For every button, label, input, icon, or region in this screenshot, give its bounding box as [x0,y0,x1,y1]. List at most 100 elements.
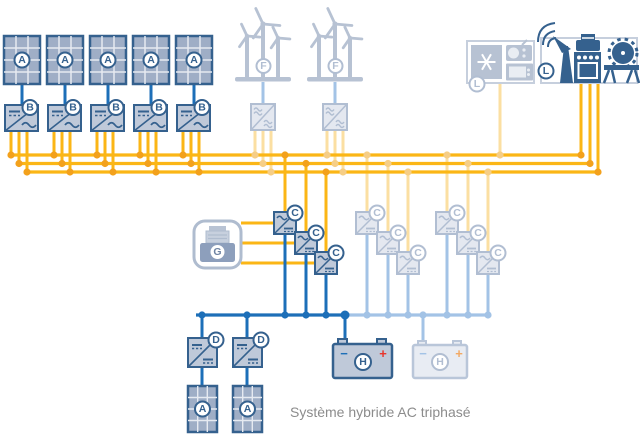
battery-minus: − [340,346,348,361]
label-wind: F [255,58,272,74]
label-pv-inverter: B [21,99,39,116]
svg-text:L: L [474,78,481,90]
svg-text:A: A [244,403,252,415]
battery-minus: − [419,346,427,361]
label-pv-inverter: B [193,99,211,116]
label-pv-array: A [239,400,256,418]
pv-units-top: A B A B A B A B A B [2,34,214,132]
svg-text:B: B [26,102,34,114]
charge-controller-unit-1: D A [186,331,225,434]
label-pv-array: A [194,400,211,418]
label-pv-inverter: B [64,99,82,116]
svg-text:B: B [112,102,120,114]
generator-head-lines [208,234,227,240]
svg-text:C: C [332,247,340,259]
antenna-icon [537,22,573,83]
label-pv-array: A [142,51,160,69]
pv-unit-2-ac-lines [52,131,72,172]
pv-unit-5: A B [174,34,214,132]
svg-text:D: D [257,334,265,346]
table-saw-icon [602,37,640,84]
svg-text:C: C [373,207,381,219]
load-group-1: L [466,39,535,93]
label-battery-inverter: C [368,204,386,222]
svg-text:H: H [436,356,444,368]
label-pv-array: A [56,51,74,69]
wind-converter-icon [322,103,348,131]
stove-icon [574,52,601,83]
charge-controller-unit-2: D A [231,331,270,434]
battery-inverter-cluster-1: C C C [273,204,345,275]
cluster-2-dc-lines [365,234,410,315]
label-pv-inverter: B [150,99,168,116]
svg-text:F: F [260,60,267,72]
ac-junction-dots [7,151,602,176]
label-pv-array: A [99,51,117,69]
label-battery-inverter: C [389,224,407,242]
svg-text:C: C [414,247,422,259]
label-battery-inverter: C [448,204,466,222]
svg-text:H: H [359,356,367,368]
label-battery-inverter: C [409,244,427,262]
svg-text:C: C [474,227,482,239]
svg-text:D: D [212,334,220,346]
battery-2: − + H [411,340,469,380]
svg-text:B: B [198,102,206,114]
label-battery-inverter: C [307,224,325,242]
label-charge-controller: D [207,331,225,349]
pv-unit-1: A B [2,34,42,132]
svg-text:C: C [394,227,402,239]
svg-text:A: A [190,54,198,66]
cluster-3-dc-lines [445,234,490,315]
wind-unit-2: F [305,6,365,131]
pv-unit-4-ac-lines [138,131,158,172]
svg-text:C: C [453,207,461,219]
generator-head [205,230,230,244]
battery-inverter-cluster-3: C C C [435,204,507,275]
label-battery: H [431,353,449,371]
pv-panel-dc-lines [20,84,196,105]
pv-unit-4: A B [131,34,171,132]
label-loads: L [468,75,486,93]
label-pv-array: A [13,51,31,69]
svg-text:A: A [104,54,112,66]
generator: G [192,219,243,270]
svg-text:C: C [312,227,320,239]
diagram-title: Système hybride AC triphasé [290,404,471,420]
battery-1: − + H [331,338,394,380]
label-battery: H [354,353,372,371]
label-battery-inverter: C [469,224,487,242]
svg-text:C: C [494,247,502,259]
svg-text:A: A [18,54,26,66]
svg-text:C: C [291,207,299,219]
typewriter-icon [576,34,600,51]
load-2-ac-lines [579,83,600,172]
snowflake-icon [477,53,496,71]
label-wind: F [327,58,344,74]
tv-icon [506,63,533,81]
svg-text:F: F [332,60,339,72]
battery-plus: + [455,346,463,361]
radio-icon [506,39,532,61]
svg-text:B: B [69,102,77,114]
pv-unit-2: A B [45,34,85,132]
label-battery-inverter: C [489,244,507,262]
label-pv-inverter: B [107,99,125,116]
svg-text:L: L [543,65,550,77]
pv-unit-3: A B [88,34,128,132]
label-battery-inverter: C [327,244,345,262]
svg-text:A: A [61,54,69,66]
ac-wires [9,83,600,265]
pv-unit-1-ac-lines [9,131,29,172]
ac-faded-junction-dots [251,151,504,176]
generator-cap [209,226,226,232]
wind-unit-1: F [233,6,293,131]
load-group-2: L [537,22,640,84]
label-battery-inverter: C [286,204,304,222]
label-generator: G [208,243,227,261]
svg-text:A: A [199,403,207,415]
pv-unit-3-ac-lines [95,131,115,172]
label-pv-array: A [185,51,203,69]
